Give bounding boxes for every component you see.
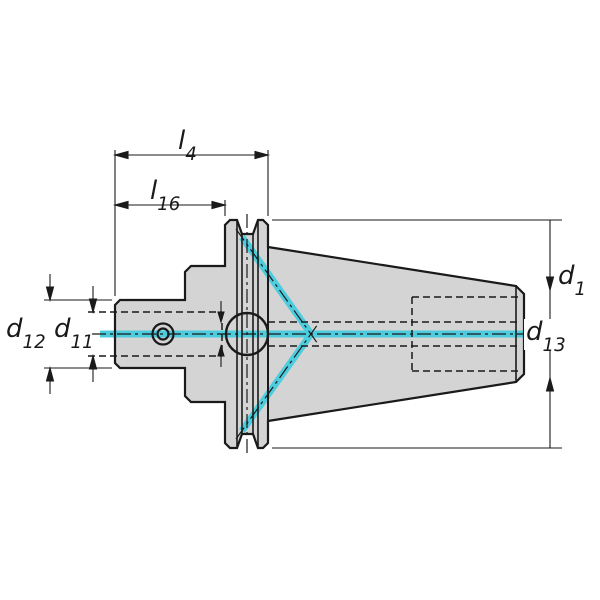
body-outline — [113, 218, 526, 450]
dimensions — [44, 150, 562, 449]
l16-arrow-right — [211, 200, 228, 210]
d13-arrow-bottom — [217, 344, 225, 357]
d1-arrow-bottom — [545, 375, 555, 392]
dimension-d11 — [88, 286, 98, 382]
hidden-lines — [88, 296, 518, 372]
label-d1-base: d — [558, 261, 575, 291]
label-l16: l16 — [150, 176, 180, 214]
d1-arrow-top — [545, 276, 555, 293]
label-d11: d11 — [54, 314, 94, 352]
upper-branch-centerline — [235, 228, 319, 345]
label-d11-base: d — [54, 314, 71, 344]
d13-arrow-top — [217, 311, 225, 324]
d12-arrow-top — [45, 286, 55, 303]
label-d13-base: d — [526, 317, 543, 347]
dimension-l4 — [112, 150, 271, 296]
label-d1: d1 — [558, 261, 586, 299]
label-l4-sub: 4 — [185, 144, 197, 166]
body-edges — [113, 218, 526, 450]
label-l16-base: l — [150, 176, 158, 206]
dimension-d12 — [44, 274, 112, 394]
label-d11-sub: 11 — [70, 332, 94, 354]
d12-arrow-bottom — [45, 365, 55, 382]
l4-arrow-right — [254, 150, 271, 160]
d11-arrow-top — [88, 298, 98, 315]
label-l4: l4 — [178, 126, 197, 164]
label-d13: d13 — [524, 317, 568, 355]
d11-arrow-bottom — [88, 353, 98, 370]
dimension-l16 — [112, 200, 228, 216]
label-d12-sub: 12 — [22, 332, 46, 354]
lower-branch-centerline — [235, 323, 319, 440]
label-d13-sub: 13 — [542, 335, 566, 357]
dimension-d13 — [217, 301, 225, 367]
l16-arrow-left — [112, 200, 129, 210]
label-d1-sub: 1 — [574, 279, 587, 301]
centerlines — [92, 214, 558, 454]
label-l4-base: l — [178, 126, 186, 156]
l4-arrow-left — [112, 150, 129, 160]
set-screw-inner-ring — [156, 327, 170, 341]
set-screw-outer-ring — [151, 322, 175, 346]
label-l16-sub: 16 — [157, 194, 181, 216]
label-d12: d12 — [6, 314, 46, 352]
gauge-plane-circle — [224, 311, 270, 357]
label-d12-base: d — [6, 314, 23, 344]
